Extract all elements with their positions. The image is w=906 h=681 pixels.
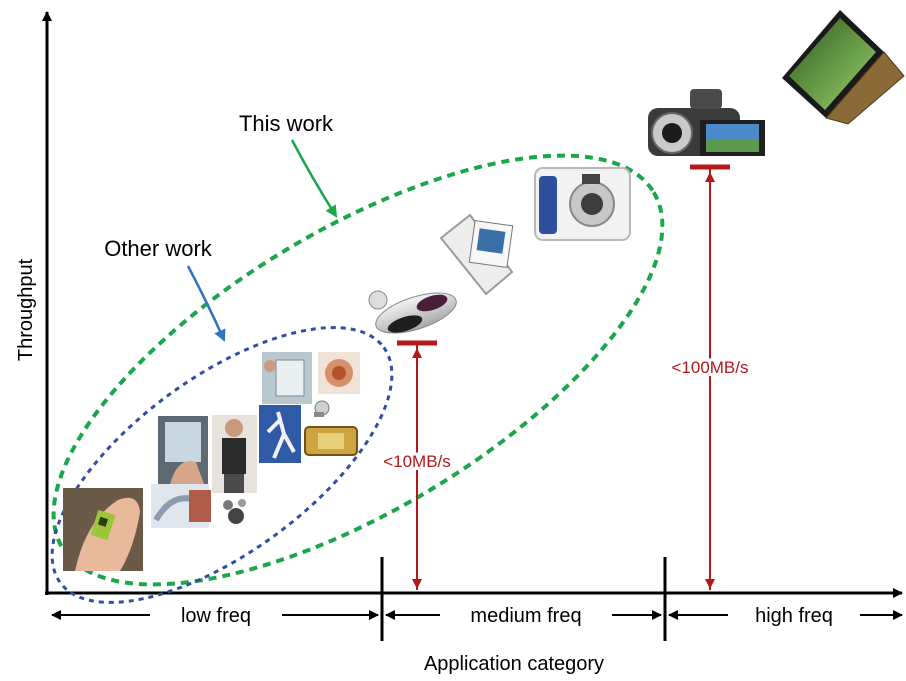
ear-sensor-image bbox=[318, 352, 360, 394]
this-work-label: This work bbox=[239, 111, 334, 136]
segment-label-low: low freq bbox=[181, 605, 251, 627]
tablet-user-image bbox=[262, 352, 312, 404]
this-work-ellipse bbox=[51, 153, 665, 587]
threshold-low bbox=[397, 340, 437, 590]
small-device-image bbox=[314, 400, 330, 417]
other-work-pointer bbox=[186, 265, 226, 342]
pda-phone-image bbox=[439, 213, 514, 296]
other-work-label: Other work bbox=[104, 236, 213, 261]
touch-screen-device-image bbox=[158, 416, 208, 484]
y-axis-label: Throughput bbox=[15, 258, 37, 361]
person-with-device-image bbox=[212, 415, 257, 493]
threshold-low-label: <10MB/s bbox=[383, 452, 451, 471]
segment-dividers bbox=[380, 557, 667, 641]
axes bbox=[42, 11, 903, 598]
threshold-high-label: <100MB/s bbox=[671, 358, 748, 377]
this-work-pointer bbox=[290, 139, 338, 218]
segment-label-medium: medium freq bbox=[470, 605, 581, 627]
other-work-ellipse bbox=[50, 326, 394, 604]
runner-image bbox=[259, 405, 301, 463]
mp3-player-image bbox=[368, 290, 457, 334]
card-reader-image bbox=[304, 426, 358, 456]
threshold-high bbox=[690, 164, 730, 590]
digital-camera-image bbox=[534, 167, 631, 241]
medical-sensors-image bbox=[151, 484, 246, 528]
camcorder-image bbox=[648, 89, 765, 156]
chip-on-fingertip-image bbox=[63, 488, 143, 571]
laptop-image bbox=[782, 10, 905, 125]
segment-label-high: high freq bbox=[755, 605, 833, 627]
x-axis-label: Application category bbox=[424, 653, 604, 675]
